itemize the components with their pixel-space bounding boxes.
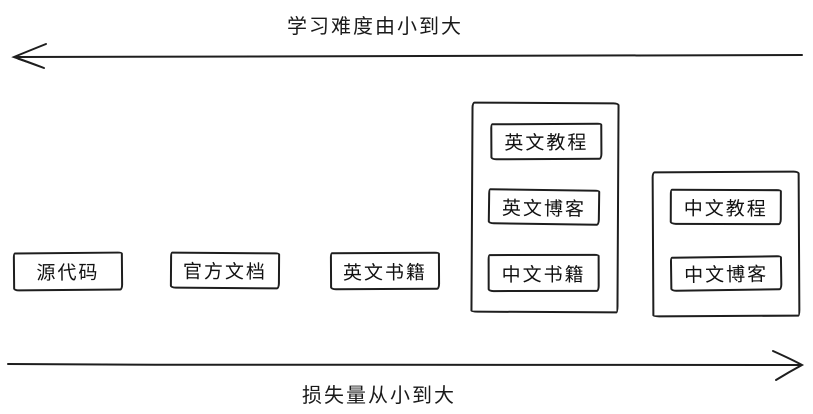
- box-official-docs-label: 官方文档: [182, 261, 268, 284]
- difficulty-axis-label: 学习难度由小到大: [287, 16, 463, 38]
- box-english-books-label: 英文书籍: [342, 262, 428, 284]
- arrow-shaft: [7, 363, 801, 366]
- box-english-books: 英文书籍: [329, 251, 441, 291]
- loss-axis-label: 损失量从小到大: [302, 385, 456, 407]
- box-english-tutorials-label: 英文教程: [504, 132, 589, 155]
- arrow-shaft: [16, 54, 803, 58]
- box-chinese-blogs-label: 中文博客: [684, 264, 769, 287]
- difficulty-left-arrow: [11, 43, 803, 69]
- box-official-docs: 官方文档: [169, 251, 281, 290]
- arrow-head-sketch-stroke: [17, 58, 43, 68]
- box-chinese-blogs: 中文博客: [669, 255, 783, 292]
- box-english-blogs-label: 英文博客: [501, 197, 587, 221]
- box-source-code: 源代码: [12, 251, 124, 292]
- box-source-code-label: 源代码: [36, 262, 100, 285]
- box-chinese-tutorials: 中文教程: [669, 188, 782, 226]
- group-box-2: 中文教程 中文博客: [651, 170, 801, 318]
- box-english-tutorials: 英文教程: [490, 122, 603, 161]
- box-chinese-books: 中文书籍: [487, 253, 600, 293]
- box-chinese-tutorials-label: 中文教程: [683, 198, 768, 220]
- loss-right-arrow: [7, 350, 805, 381]
- box-chinese-books-label: 中文书籍: [501, 264, 586, 286]
- box-english-blogs: 英文博客: [487, 188, 601, 226]
- group-box-1: 英文教程 英文博客 中文书籍: [470, 101, 620, 314]
- arrow-head-sketch-stroke: [778, 366, 799, 379]
